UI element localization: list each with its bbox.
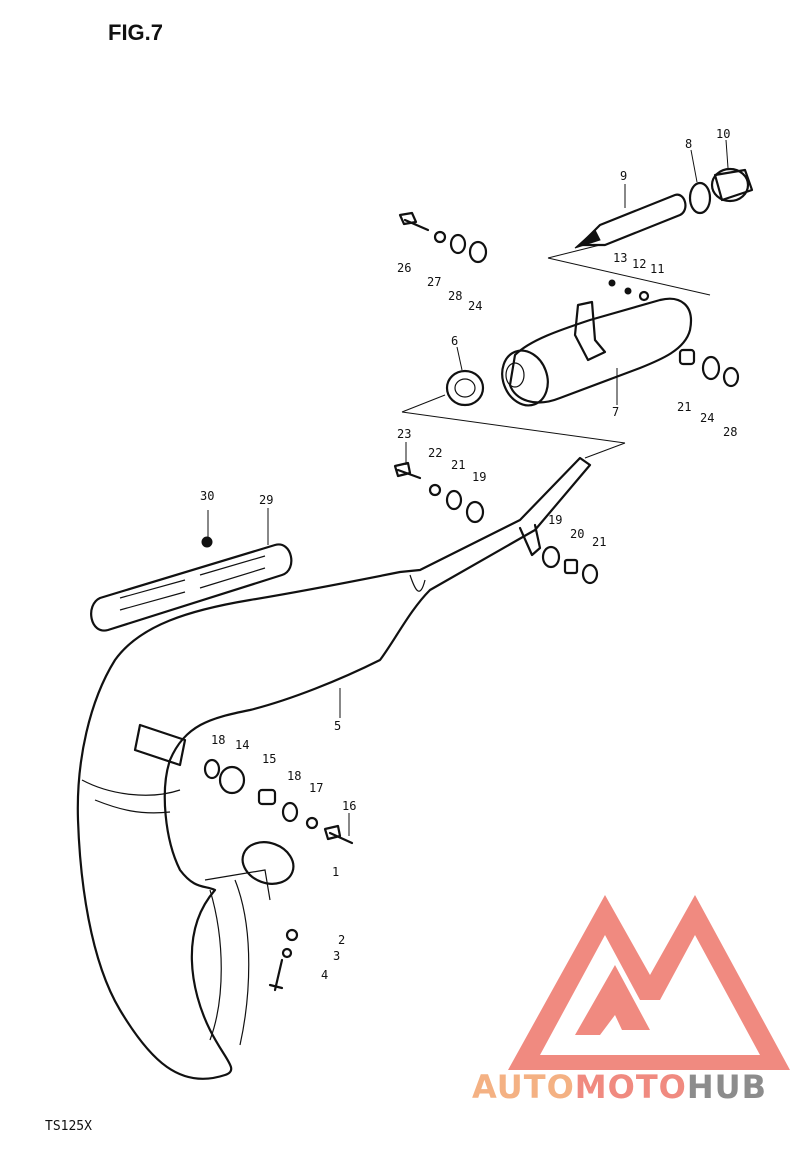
silencer-part-7 [501,297,693,407]
brand-name: AUTOMOTOHUB [472,1068,767,1106]
callout-26: 26 [397,261,411,275]
nut-part-27 [433,230,447,244]
callout-20: 20 [570,527,584,541]
callout-2: 2 [338,933,345,947]
exhaust-pipe-part-1 [76,456,592,1080]
callout-18b: 18 [287,769,301,783]
callout-9: 9 [620,169,627,183]
washer-part-28b [722,366,740,388]
callout-28b: 28 [723,425,737,439]
grommet-part-19 [465,500,485,524]
collar-part-25 [678,348,696,366]
model-code: TS125X [45,1119,92,1134]
callout-18: 18 [211,733,225,747]
callout-15: 15 [262,752,276,766]
callout-6: 6 [451,334,458,348]
bolt-part-26 [398,211,430,232]
end-cap-part-10 [710,167,754,203]
callout-29: 29 [259,493,273,507]
heat-shield-part-29 [90,543,293,632]
grommet-part-14 [218,765,246,795]
screw-part-30 [201,536,213,548]
gasket-part-8 [688,181,712,215]
callout-8: 8 [685,137,692,151]
callout-23: 23 [397,427,411,441]
logo-inner-mark [575,965,650,1035]
part-13 [608,279,616,287]
callout-30: 30 [200,489,214,503]
exhaust-gasket [241,841,295,885]
brand-logo: AUTOMOTOHUB [472,895,790,1106]
callout-17: 17 [309,781,323,795]
grommet-part-19b [541,545,561,569]
washer-part-18b [281,801,299,823]
callout-19: 19 [472,470,486,484]
bolt-part-16 [323,824,354,845]
washer-part-28 [449,233,467,255]
callout-24b: 24 [700,411,714,425]
pipe-bracket [518,523,542,557]
part-3 [281,947,293,959]
callout-12: 12 [632,257,646,271]
callout-21: 21 [451,458,465,472]
callout-21b: 21 [592,535,606,549]
callout-1: 1 [332,865,339,879]
collar-part-20 [563,558,579,575]
callout-22: 22 [428,446,442,460]
tail-pipe-part-9 [574,193,687,249]
callout-14: 14 [235,738,249,752]
silencer-mount-bracket [573,300,607,362]
washer-part-21 [445,489,463,511]
callout-16: 16 [342,799,356,813]
callout-27: 27 [427,275,441,289]
stud-part-4 [268,958,284,992]
collar-part-15 [257,788,277,806]
callout-5: 5 [334,719,341,733]
washer-part-24 [468,240,488,264]
nut-part-22 [428,483,442,497]
callout-11: 11 [650,262,664,276]
joint-seal-part-6 [445,369,485,407]
part-11 [638,290,650,302]
callout-28: 28 [448,289,462,303]
washer-part-18 [203,758,221,780]
figure-title: FIG.7 [108,20,163,45]
nut-part-17 [305,816,319,830]
callout-13: 13 [613,251,627,265]
callout-19b: 19 [548,513,562,527]
washer-part-24b [701,355,721,381]
callout-7: 7 [612,405,619,419]
callout-3: 3 [333,949,340,963]
callout-10: 10 [716,127,730,141]
callout-25: 21 [677,400,691,414]
part-2 [285,928,299,942]
washer-part-21b [581,563,599,585]
pipe-strap-clip [133,723,187,767]
part-12 [624,287,632,295]
bolt-part-23 [393,461,422,480]
callout-24: 24 [468,299,482,313]
callout-4: 4 [321,968,328,982]
